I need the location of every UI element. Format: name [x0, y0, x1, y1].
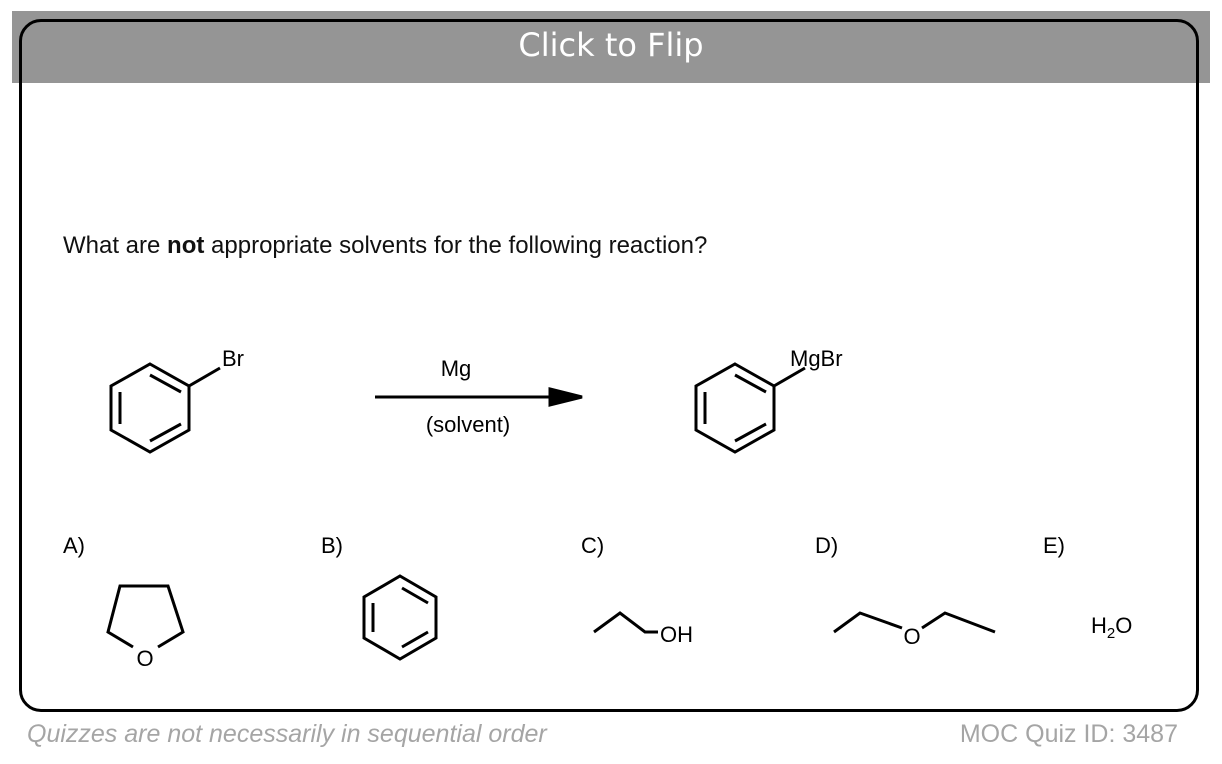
ether-oxygen: O [903, 624, 920, 649]
thf-structure: O [106, 584, 185, 671]
condition-label: (solvent) [426, 412, 510, 437]
ethanol-oh: OH [660, 622, 693, 647]
option-d-label: D) [815, 533, 838, 558]
br-label: Br [222, 346, 244, 371]
question-pre: What are [63, 232, 168, 259]
question-text: What are not appropriate solvents for th… [63, 232, 707, 260]
mgbr-label: MgBr [790, 346, 843, 371]
flashcard[interactable] [19, 19, 1199, 712]
quiz-id: MOC Quiz ID: 3487 [959, 720, 1178, 748]
benzene-structure [362, 574, 438, 661]
option-c-label: C) [581, 533, 604, 558]
option-e-label: E) [1043, 533, 1065, 558]
bromobenzene: Br [109, 346, 244, 454]
flip-bar[interactable] [12, 11, 1210, 83]
sequence-note: Quizzes are not necessarily in sequentia… [27, 720, 547, 748]
reaction-arrow: Mg (solvent) [375, 356, 583, 437]
question-bold: not [167, 232, 205, 259]
question-post: appropriate solvents for the following r… [204, 232, 708, 259]
option-b-label: B) [321, 533, 343, 558]
ethanol-structure: OH [593, 611, 693, 647]
click-to-flip-button[interactable]: Click to Flip [518, 26, 704, 64]
option-a-label: A) [63, 533, 85, 558]
thf-oxygen: O [136, 646, 153, 671]
water-formula: H2O [1091, 613, 1132, 642]
reagent-label: Mg [441, 356, 472, 381]
phenylmagnesium-bromide: MgBr [694, 346, 843, 454]
diethyl-ether-structure: O [833, 611, 996, 649]
